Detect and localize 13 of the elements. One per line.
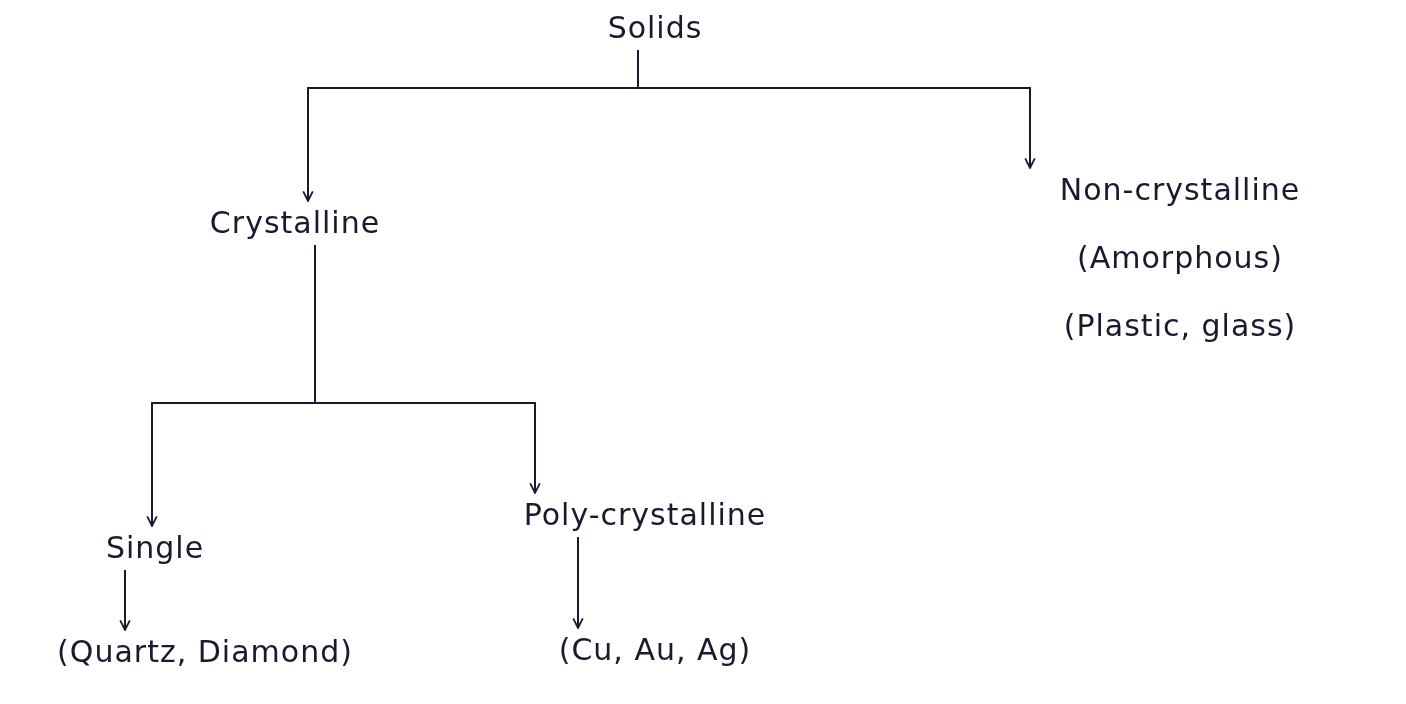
arrow (314, 244, 541, 494)
arrow (572, 536, 584, 629)
node-label: Single (105, 530, 205, 566)
node-label: Solids (607, 10, 703, 46)
arrow (119, 569, 131, 631)
node-label: (Plastic, glass) (1063, 308, 1297, 344)
node-label: (Cu, Au, Ag) (558, 632, 752, 668)
node-label: (Amorphous) (1077, 240, 1283, 276)
node-label: Poly-crystalline (523, 497, 767, 533)
node-label: Crystalline (209, 205, 381, 241)
arrow (637, 49, 1036, 169)
node-label: Non-crystalline (1059, 172, 1301, 208)
node-label: (Quartz, Diamond) (57, 634, 353, 670)
